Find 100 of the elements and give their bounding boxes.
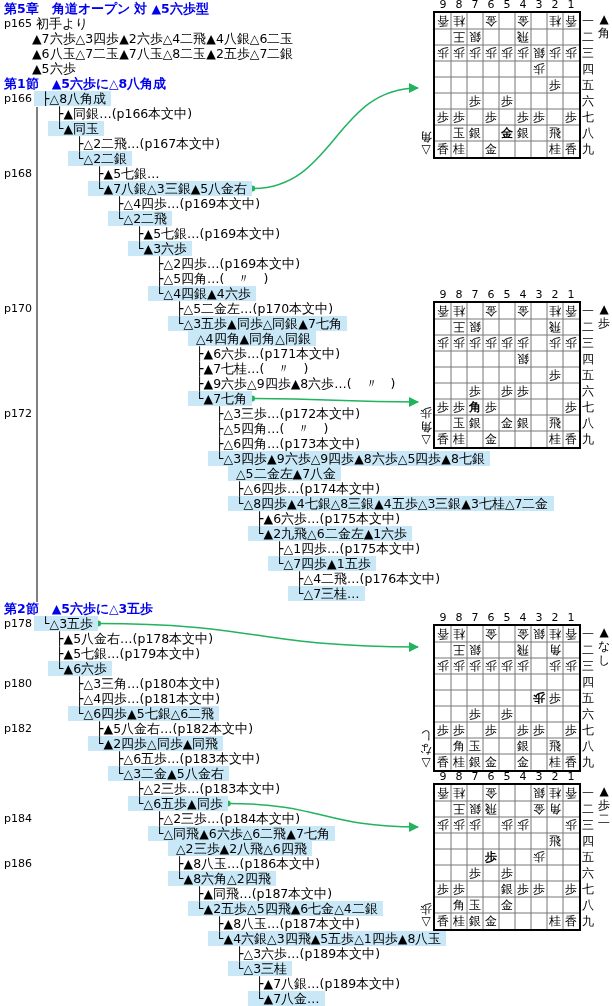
shogi-piece: 歩 [532, 61, 546, 77]
shogi-piece: 香 [564, 303, 578, 319]
column-number: 2 [550, 769, 560, 785]
move-sequence: └△2二飛 [108, 211, 173, 226]
move-sequence: └▲7八金… [248, 991, 325, 1006]
move-line: ├▲9六歩△9四歩▲8六歩…( 〃 ) [196, 376, 396, 391]
shogi-piece: 香 [564, 785, 578, 801]
column-number: 7 [470, 287, 480, 303]
shogi-piece: 歩 [548, 658, 562, 674]
move-line: ├△4四歩…(p169本文中) [116, 196, 261, 211]
column-number: 6 [486, 287, 496, 303]
shogi-piece: 歩 [516, 881, 530, 897]
move-line: ▲5六歩 [32, 61, 76, 76]
shogi-piece: 桂 [548, 303, 562, 319]
shogi-piece: 桂 [452, 785, 466, 801]
page-number: p178 [4, 616, 32, 631]
chapter-title: 第5章 角道オープン 対 ▲5六歩型 [4, 1, 209, 16]
move-sequence: └▲8六角△2四飛 [168, 871, 276, 886]
column-number: 7 [470, 769, 480, 785]
move-line: ├△1四歩…(p175本文中) [276, 541, 421, 556]
page-number: p180 [4, 676, 32, 691]
shogi-piece: 銀 [468, 415, 482, 431]
column-number: 3 [534, 610, 544, 626]
shogi-piece: 歩 [516, 722, 530, 738]
page-number: p168 [4, 166, 32, 181]
move-line: ├△6四歩…(p174本文中) [236, 481, 381, 496]
shogi-piece: 歩 [516, 817, 530, 833]
shogi-piece: 金 [484, 13, 498, 29]
shogi-piece: 玉 [452, 125, 466, 141]
shogi-piece: 歩 [500, 383, 514, 399]
column-number: 4 [518, 610, 528, 626]
column-number: 5 [502, 610, 512, 626]
column-number: 8 [454, 0, 464, 13]
move-sequence: └△3五歩 [34, 616, 99, 631]
shogi-piece: 飛 [548, 319, 562, 335]
shogi-piece: 飛 [484, 801, 498, 817]
shogi-piece: 桂 [452, 431, 466, 447]
shogi-piece: 歩 [484, 658, 498, 674]
section-heading: 第2節 ▲5六歩に△3五歩 [4, 601, 154, 616]
shogi-piece: 歩 [516, 109, 530, 125]
shogi-piece: 飛 [548, 738, 562, 754]
shogi-piece: 角 [468, 399, 482, 415]
column-number: 5 [502, 0, 512, 13]
shogi-piece: 香 [436, 303, 450, 319]
row-number: 一 [582, 303, 594, 319]
captured-pieces: △角 [419, 130, 433, 158]
shogi-piece: 飛 [548, 125, 562, 141]
shogi-piece: 角 [452, 897, 466, 913]
shogi-piece: 銀 [468, 319, 482, 335]
shogi-piece: 香 [436, 626, 450, 642]
column-number: 4 [518, 287, 528, 303]
shogi-piece: 香 [436, 754, 450, 770]
shogi-piece: 歩 [452, 335, 466, 351]
page-number: p170 [4, 301, 32, 316]
shogi-piece: 歩 [436, 109, 450, 125]
move-line: ├△4四歩…(p181本文中) [76, 691, 221, 706]
shogi-piece: 香 [436, 431, 450, 447]
column-number: 9 [438, 0, 448, 13]
page-number: p172 [4, 406, 32, 421]
move-line: ▲7六歩△3四歩▲2六歩△4二飛▲4八銀△6二玉 [32, 31, 294, 46]
row-number: 八 [582, 415, 594, 431]
move-line: ├△2二飛…(p167本文中) [76, 136, 221, 151]
captured-pieces: ▲歩 [597, 302, 611, 330]
shogi-piece: 歩 [468, 658, 482, 674]
shogi-piece: 金 [532, 801, 546, 817]
shogi-piece: 歩 [436, 722, 450, 738]
column-number: 2 [550, 287, 560, 303]
shogi-piece: 歩 [436, 817, 450, 833]
shogi-piece: 歩 [468, 93, 482, 109]
move-sequence: △4四角▲同角△同銀 [188, 331, 316, 346]
shogi-piece: 金 [484, 303, 498, 319]
move-sequence: └▲6六歩 [48, 661, 113, 676]
captured-pieces: ▲歩二 [597, 784, 611, 826]
row-number: 七 [582, 399, 594, 415]
shogi-piece: 香 [564, 626, 578, 642]
shogi-piece: 玉 [468, 897, 482, 913]
shogi-piece: 歩 [564, 45, 578, 61]
shogi-piece: 銀 [468, 29, 482, 45]
page-number: p186 [4, 856, 32, 871]
move-line: ├△3三角…(p180本文中) [76, 676, 221, 691]
move-sequence: └△同飛▲6六歩△6二飛▲7七角 [148, 826, 335, 841]
shogi-piece: 歩 [468, 706, 482, 722]
move-line: ├▲5八金右…(p178本文中) [56, 631, 214, 646]
column-number: 1 [566, 610, 576, 626]
move-sequence: └△7四歩▲1五歩 [268, 556, 376, 571]
shogi-piece: 桂 [548, 913, 562, 929]
row-number: 三 [582, 658, 594, 674]
move-line: ├△5四角…( 〃 ) [156, 271, 269, 286]
column-number: 9 [438, 610, 448, 626]
shogi-piece: 銀 [468, 913, 482, 929]
shogi-piece: 銀 [532, 45, 546, 61]
shogi-piece: 金 [484, 754, 498, 770]
shogi-piece: 香 [564, 754, 578, 770]
shogi-piece: 歩 [564, 399, 578, 415]
column-number: 7 [470, 610, 480, 626]
shogi-piece: 銀 [468, 125, 482, 141]
shogi-piece: 飛 [516, 642, 530, 658]
shogi-piece: 香 [564, 913, 578, 929]
shogi-piece: 銀 [516, 351, 530, 367]
shogi-piece: 金 [516, 754, 530, 770]
